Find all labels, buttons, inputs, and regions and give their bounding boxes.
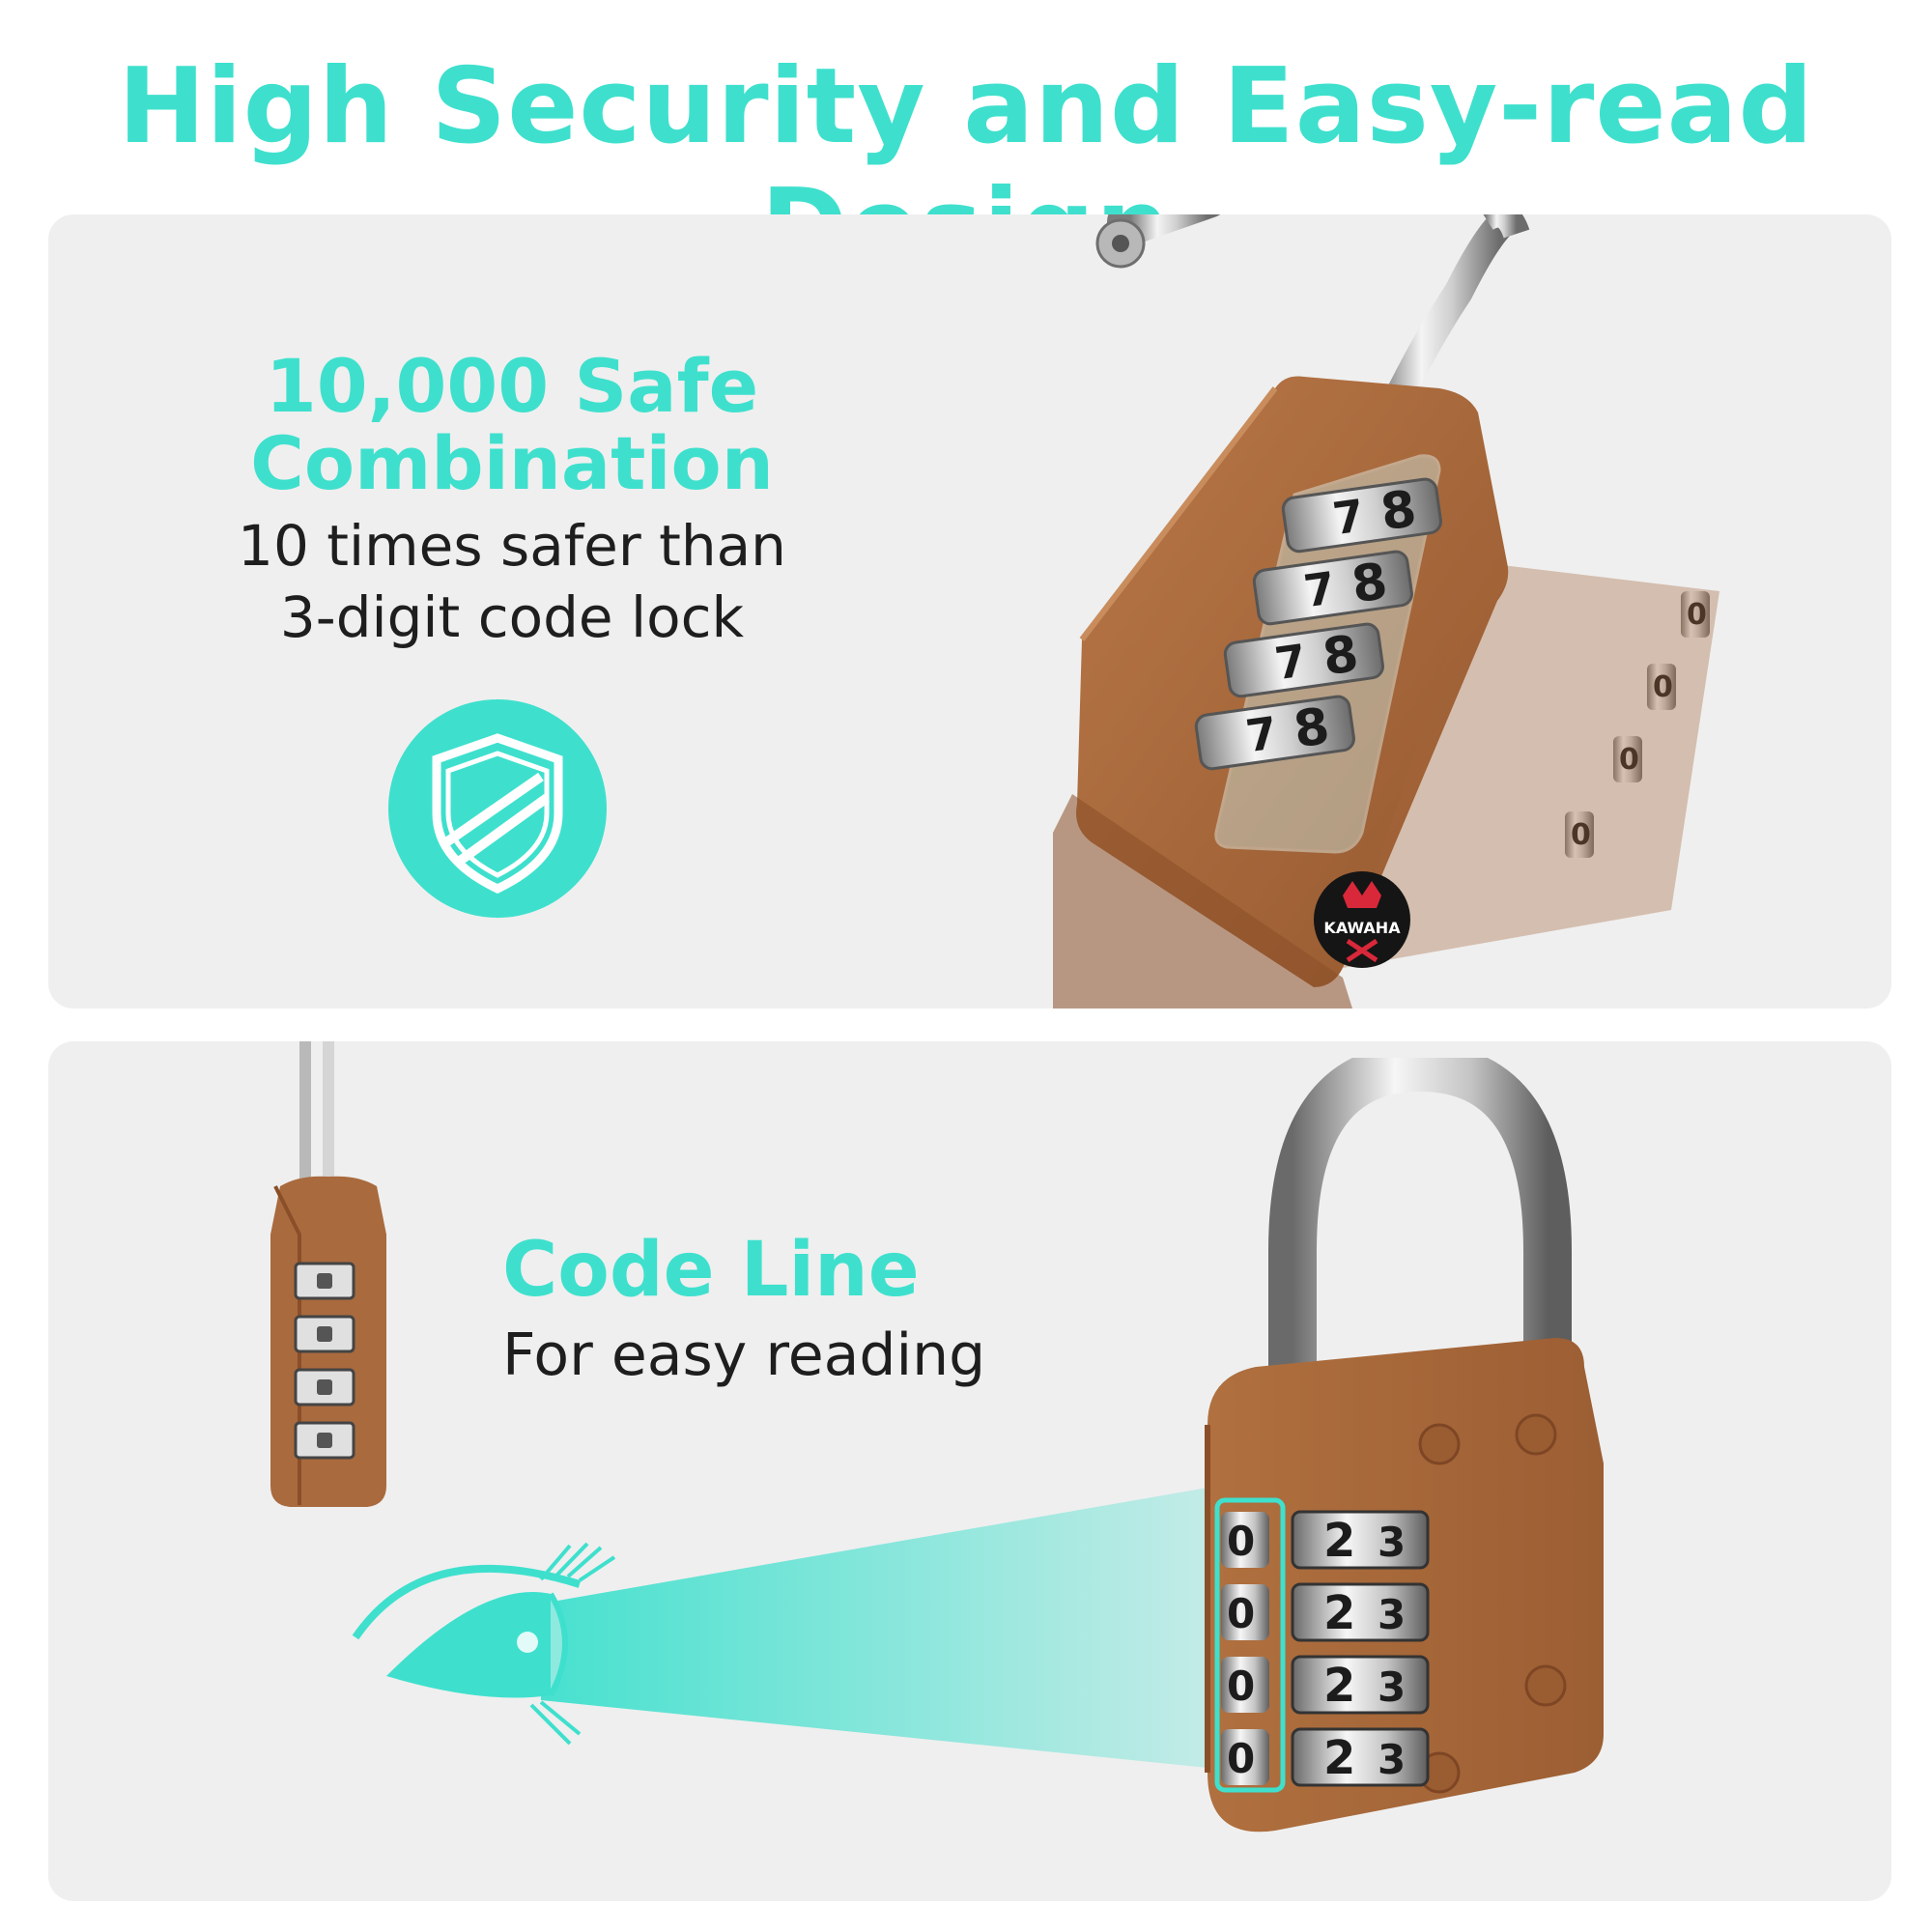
- wheel-digit: 2: [1323, 1659, 1355, 1713]
- code-line-heading: Code Line: [502, 1227, 920, 1314]
- wheel-digit: 7: [1242, 706, 1280, 762]
- eye-reading-graphic: [352, 1488, 1208, 1768]
- wheel-digit: 7: [1329, 489, 1367, 545]
- code-line-subtext: For easy reading: [502, 1321, 986, 1389]
- wheel-digit: 7: [1271, 634, 1309, 690]
- wheel-digit: 3: [1378, 1663, 1406, 1711]
- wheel-digit: 3: [1378, 1736, 1406, 1783]
- wheel-digit: 2: [1323, 1514, 1355, 1568]
- wheel-digit: 0: [1227, 1518, 1255, 1565]
- wheel-digit: 0: [1227, 1735, 1255, 1782]
- combination-heading-line2: Combination: [250, 420, 774, 506]
- side-wheel-digit: 0: [1653, 670, 1673, 704]
- side-wheel-digit: 0: [1687, 598, 1707, 632]
- combination-subtext: 10 times safer than 3-digit code lock: [184, 510, 840, 653]
- brand-name: KAWAHA: [1323, 919, 1401, 937]
- wheel-digit: 2: [1323, 1731, 1355, 1785]
- lock-tilted-image: 7 8 7 8 7 8 7 8 0 0 0 0: [1053, 214, 1719, 1009]
- combination-sub-line2: 3-digit code lock: [279, 584, 745, 650]
- wheel-digit: 8: [1291, 697, 1333, 759]
- wheel-digit: 3: [1378, 1591, 1406, 1638]
- combination-heading: 10,000 Safe Combination: [184, 348, 840, 502]
- lock-side-view-image: [270, 1041, 386, 1507]
- side-wheel-digit: 0: [1571, 818, 1591, 852]
- wheel-digit: 2: [1323, 1586, 1355, 1640]
- wheel-digit: 8: [1320, 625, 1362, 687]
- wheel-digit: 0: [1227, 1590, 1255, 1637]
- brand-logo: KAWAHA: [1314, 871, 1410, 968]
- combination-heading-line1: 10,000 Safe: [265, 343, 759, 429]
- combination-sub-line1: 10 times safer than: [238, 513, 786, 579]
- lock-front-image: 0 2 3 0 2 3 0 2 3 0 2 3: [1205, 1058, 1604, 1833]
- wheel-digit: 8: [1349, 553, 1391, 614]
- wheel-digit: 3: [1378, 1519, 1406, 1566]
- side-wheel-digit: 0: [1619, 743, 1639, 777]
- wheel-digit: 0: [1227, 1662, 1255, 1710]
- shield-icon: [388, 699, 607, 918]
- security-panel: [48, 214, 1891, 1009]
- wheel-digit: 7: [1300, 561, 1338, 617]
- wheel-digit: 8: [1378, 480, 1420, 542]
- eye-icon: [352, 1542, 616, 1746]
